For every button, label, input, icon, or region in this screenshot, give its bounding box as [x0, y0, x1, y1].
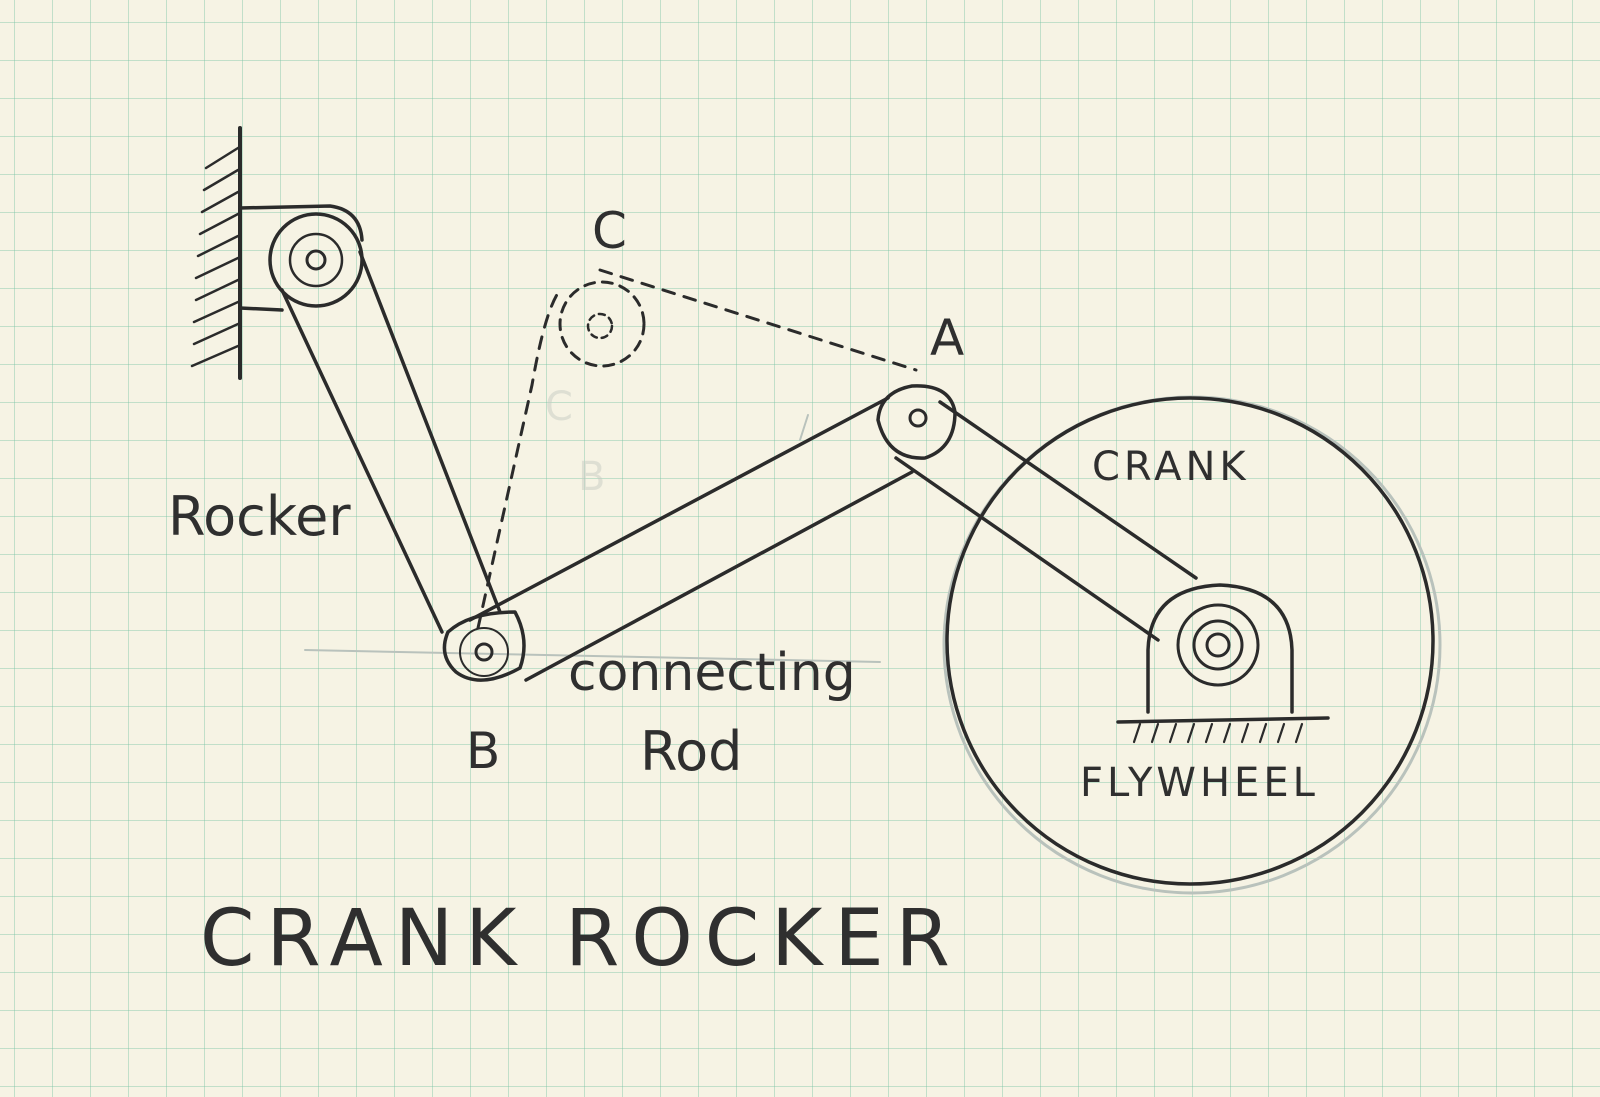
rocker-top-pivot	[268, 212, 364, 308]
pencil-guides: C B	[304, 384, 881, 663]
connecting-label: connecting	[568, 643, 856, 703]
svg-text:B: B	[578, 454, 605, 500]
svg-text:C: C	[545, 384, 573, 430]
wall-ground	[190, 126, 242, 380]
rocker-bracket	[238, 204, 364, 312]
pivot-a	[876, 384, 957, 460]
flywheel	[942, 395, 1442, 895]
point-a-label: A	[930, 309, 964, 367]
point-c-label: C	[592, 202, 627, 260]
rocker-link	[280, 250, 502, 634]
rocker-label: Rocker	[168, 485, 351, 548]
flywheel-label: FLYWHEEL	[1080, 760, 1319, 806]
point-b-label: B	[466, 722, 500, 780]
crank-label: CRANK	[1092, 444, 1250, 490]
alternate-position-dashed	[476, 268, 918, 630]
connecting-rod-link	[468, 396, 914, 682]
diagram-title: CRANK ROCKER	[200, 894, 962, 984]
crank-base	[1116, 583, 1330, 744]
pivot-b	[442, 610, 526, 682]
crank-center-pivot	[1176, 603, 1260, 687]
crank-link	[894, 400, 1198, 642]
rod-label: Rod	[640, 720, 742, 783]
